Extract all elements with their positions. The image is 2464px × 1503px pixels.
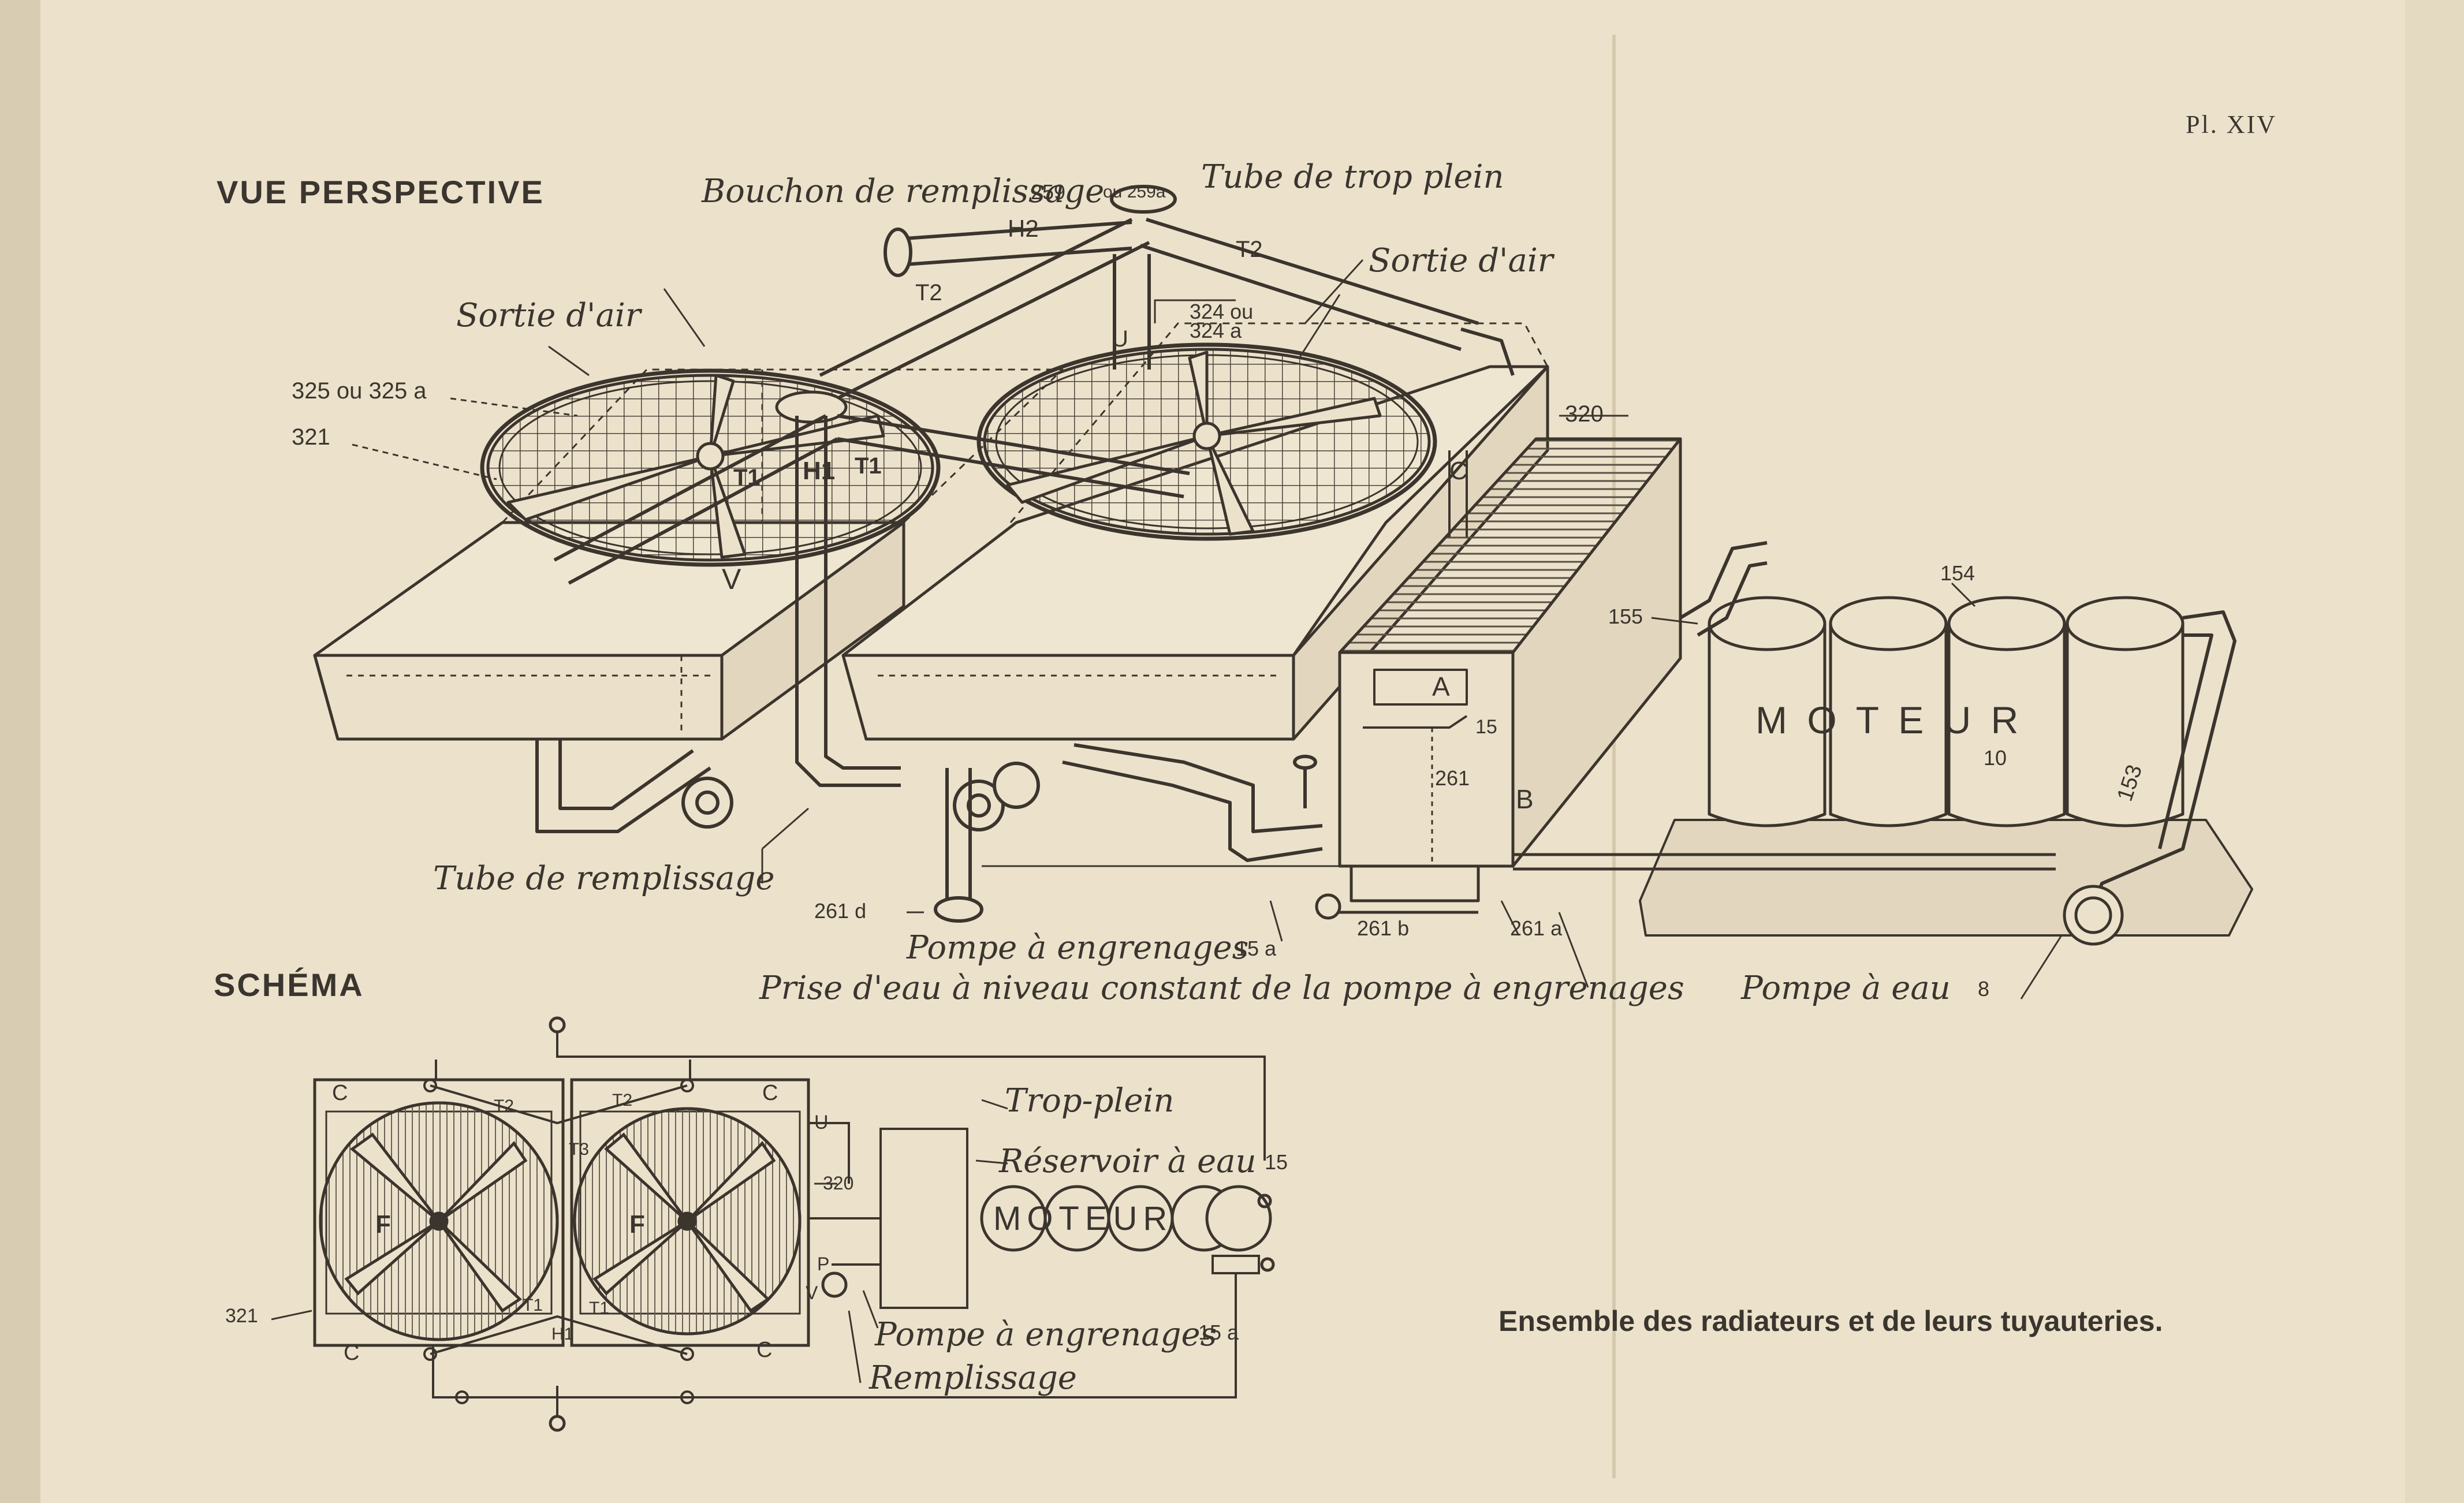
label-15a: 15 a	[1236, 937, 1277, 960]
label-bouchon-ref: 259	[1031, 180, 1065, 204]
reservoir-box	[1315, 437, 1682, 920]
label-h1: H1	[803, 457, 835, 485]
label-sortie-air-right: Sortie d'air	[1369, 242, 1555, 279]
schema-remplissage: Remplissage	[868, 1359, 1077, 1397]
schema-t1b: T1	[589, 1299, 609, 1318]
label-320: 320	[1565, 401, 1604, 427]
text-labels: Pl. XIV VUE PERSPECTIVE Bouchon de rempl…	[214, 110, 2277, 1397]
schema-15: 15	[1265, 1150, 1288, 1174]
label-321: 321	[292, 424, 330, 450]
label-h2: H2	[1008, 215, 1039, 242]
schema-t2b: T2	[612, 1091, 632, 1110]
lower-plumbing	[535, 739, 1345, 923]
label-261d: 261 d	[814, 899, 866, 923]
perspective-heading: VUE PERSPECTIVE	[217, 174, 545, 210]
label-t2-right: T2	[1236, 237, 1263, 262]
schema-left-radiator	[313, 1078, 565, 1347]
schema-t3: T3	[569, 1140, 589, 1159]
label-324a: 324 a	[1190, 319, 1242, 342]
label-15: 15	[1475, 716, 1497, 738]
label-155: 155	[1608, 605, 1643, 628]
schema-t2a: T2	[494, 1097, 514, 1116]
right-edge	[2405, 0, 2464, 1503]
center-header	[553, 390, 1190, 787]
schema-321: 321	[225, 1305, 258, 1327]
label-8: 8	[1978, 977, 1989, 1001]
label-c: C	[1449, 457, 1468, 485]
label-sortie-air-left: Sortie d'air	[456, 297, 643, 334]
schema-u: U	[814, 1112, 829, 1133]
schema-f-left: F	[375, 1210, 391, 1239]
schema-c-tl: C	[332, 1081, 348, 1105]
label-bouchon: Bouchon de remplissage	[701, 173, 1104, 210]
schema-15a: 15 a	[1198, 1321, 1239, 1344]
perspective-drawing	[313, 185, 2253, 946]
motor-cylinders	[1708, 596, 2185, 827]
schema-reservoir	[879, 1128, 968, 1309]
schema-c-bl: C	[344, 1341, 359, 1365]
label-t2-left: T2	[915, 280, 942, 305]
label-bouchon-ref-alt: ou 259a	[1103, 182, 1166, 202]
motor-block	[1513, 541, 2253, 946]
label-a: A	[1432, 672, 1450, 702]
label-261b: 261 b	[1357, 916, 1409, 940]
label-moteur: M O T E U R	[1755, 699, 2023, 741]
schema-drawing	[271, 1016, 1275, 1432]
label-v: V	[722, 563, 741, 595]
schema-c-tr: C	[762, 1081, 778, 1105]
right-fan	[976, 342, 1437, 541]
schema-p: P	[817, 1254, 829, 1274]
caption: Ensemble des radiateurs et de leurs tuya…	[1498, 1305, 2163, 1337]
label-154: 154	[1940, 561, 1975, 585]
schema-pompe-engrenages: Pompe à engrenages	[874, 1316, 1217, 1353]
label-t1-left: T1	[733, 465, 761, 490]
label-261a: 261 a	[1510, 916, 1563, 940]
schema-reservoir-label: Réservoir à eau	[998, 1143, 1257, 1180]
top-tubes	[819, 185, 1515, 400]
schema-v: V	[806, 1282, 818, 1303]
label-pompe-engrenages: Pompe à engrenages	[906, 929, 1248, 967]
schema-heading: SCHÉMA	[214, 967, 364, 1003]
label-tube-trop-plein: Tube de trop plein	[1201, 158, 1504, 196]
label-pompe-eau: Pompe à eau	[1740, 969, 1951, 1007]
label-t1-right: T1	[855, 453, 882, 479]
schema-f-right: F	[629, 1210, 645, 1239]
label-261: 261	[1435, 766, 1470, 790]
schema-trop-plein: Trop-plein	[1005, 1082, 1174, 1120]
label-b: B	[1516, 784, 1534, 814]
label-324: 324 ou	[1190, 300, 1253, 323]
left-edge	[0, 0, 40, 1503]
schema-right-radiator	[570, 1078, 810, 1347]
perspective-leaders	[352, 259, 2063, 999]
schema-t1a: T1	[523, 1296, 543, 1315]
schema-moteur: MOTEUR	[993, 1200, 1173, 1237]
label-prise-eau: Prise d'eau à niveau constant de la pomp…	[759, 969, 1684, 1007]
label-tube-remplissage: Tube de remplissage	[433, 860, 775, 897]
label-u: U	[1112, 326, 1128, 352]
schema-motor	[980, 1185, 1275, 1274]
schema-h1: H1	[551, 1325, 573, 1344]
label-10: 10	[1984, 746, 2007, 770]
schema-c-br: C	[756, 1338, 772, 1362]
schema-320: 320	[823, 1173, 853, 1194]
label-325: 325 ou 325 a	[292, 378, 427, 404]
plate-number: Pl. XIV	[2186, 110, 2277, 139]
